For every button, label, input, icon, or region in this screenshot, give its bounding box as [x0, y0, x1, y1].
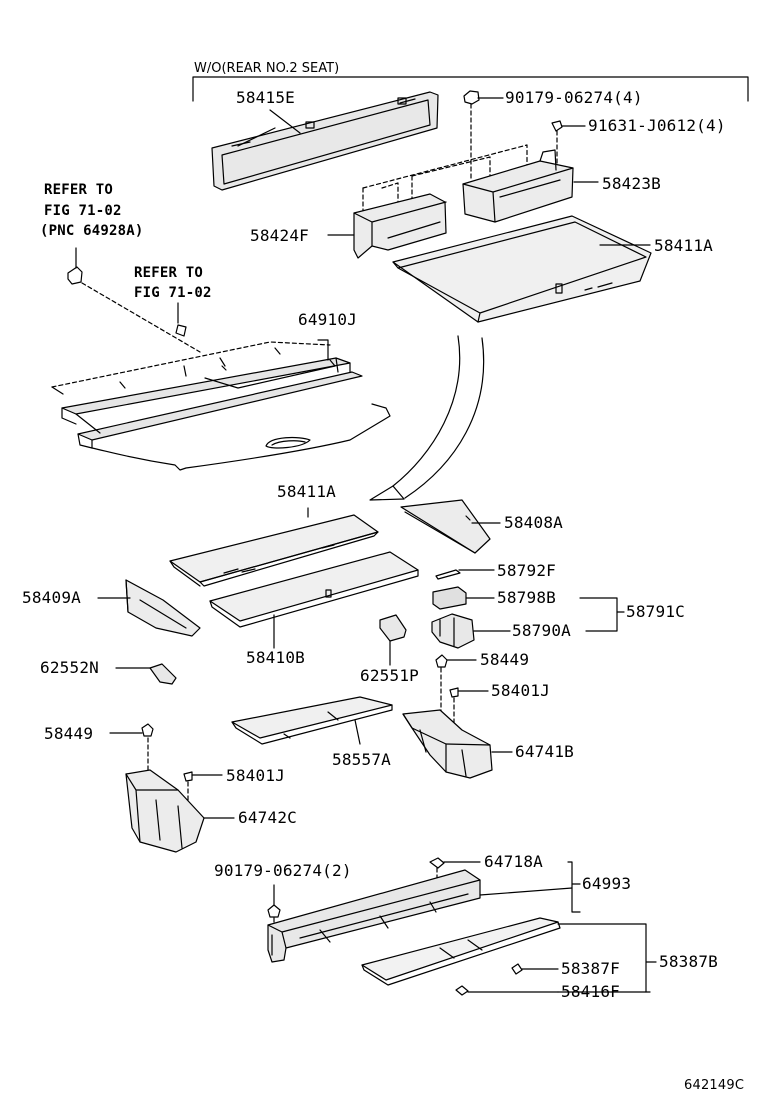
trim-panel-58415E [211, 91, 439, 191]
part-label-58424F[interactable]: 58424F [250, 226, 309, 245]
part-label-91631-J0612-4[interactable]: 91631-J0612(4) [588, 116, 726, 135]
part-label-58411A-top[interactable]: 58411A [654, 236, 713, 255]
part-label-58792F[interactable]: 58792F [497, 561, 556, 580]
cover-62552N [115, 663, 177, 685]
part-label-64910J[interactable]: 64910J [298, 310, 357, 329]
part-label-58408A[interactable]: 58408A [504, 513, 563, 532]
part-label-58387F[interactable]: 58387F [561, 959, 620, 978]
part-label-58557A[interactable]: 58557A [332, 750, 391, 769]
refer-clip [67, 247, 201, 353]
tonneau-cover-64910J [51, 339, 391, 471]
refer-2-line1: REFER TO [134, 265, 204, 281]
part-label-58401J-right[interactable]: 58401J [491, 681, 550, 700]
part-label-58410B[interactable]: 58410B [246, 648, 305, 667]
storage-box-64742C [125, 769, 235, 853]
screw-58387F [511, 963, 559, 975]
part-label-58387B[interactable]: 58387B [659, 952, 718, 971]
cover-62551P [379, 614, 407, 666]
side-panel-58408A [400, 499, 501, 554]
part-label-64742C[interactable]: 64742C [238, 808, 297, 827]
part-label-58409A[interactable]: 58409A [22, 588, 81, 607]
part-label-58798B[interactable]: 58798B [497, 588, 556, 607]
part-label-58415E[interactable]: 58415E [236, 88, 295, 107]
refer-1-line1: REFER TO [44, 182, 114, 198]
part-label-58411A-mid[interactable]: 58411A [277, 482, 336, 501]
clip-90179-top [463, 90, 504, 179]
part-label-64741B[interactable]: 64741B [515, 742, 574, 761]
refer-1-line2: FIG 71-02 [44, 203, 122, 219]
part-label-62552N[interactable]: 62552N [40, 658, 99, 677]
screw-58401J-left [183, 771, 223, 801]
part-label-58449-left[interactable]: 58449 [44, 724, 94, 743]
part-label-90179-06274-2[interactable]: 90179-06274(2) [214, 861, 352, 880]
storage-box-64741B [402, 709, 513, 779]
assembly-arrow [369, 335, 485, 501]
bracket-58424F [327, 193, 447, 259]
part-label-58416F[interactable]: 58416F [561, 982, 620, 1001]
part-label-64718A[interactable]: 64718A [484, 852, 543, 871]
clip-58416F [455, 985, 647, 996]
mat-58557A [231, 696, 393, 745]
header-bracket [192, 76, 749, 102]
clip-58792F [435, 569, 495, 580]
part-label-58790A[interactable]: 58790A [512, 621, 571, 640]
figure-code: 642149C [684, 1078, 745, 1093]
deck-board-58410B [209, 551, 419, 649]
scuff-plate-58387B [361, 917, 657, 993]
part-label-90179-06274-4[interactable]: 90179-06274(4) [505, 88, 643, 107]
part-label-58449-right[interactable]: 58449 [480, 650, 530, 669]
bracket-58423B [462, 149, 599, 223]
bracket-58790A [431, 613, 511, 649]
part-label-58423B[interactable]: 58423B [602, 174, 661, 193]
refer-1-line3: (PNC 64928A) [40, 223, 144, 239]
part-label-58791C[interactable]: 58791C [626, 602, 685, 621]
part-label-62551P[interactable]: 62551P [360, 666, 419, 685]
deck-board-58411A-top [392, 215, 652, 323]
refer-2-line2: FIG 71-02 [134, 285, 212, 301]
header-note: W/O(REAR NO.2 SEAT) [194, 61, 340, 76]
part-label-64993[interactable]: 64993 [582, 874, 632, 893]
bracket-58798B [432, 586, 495, 610]
side-panel-58409A [97, 579, 201, 637]
sill-64993 [267, 861, 581, 963]
deck-board-58411A-mid [169, 507, 379, 587]
bracket-58791C-leader [579, 597, 625, 632]
part-label-58401J-left[interactable]: 58401J [226, 766, 285, 785]
